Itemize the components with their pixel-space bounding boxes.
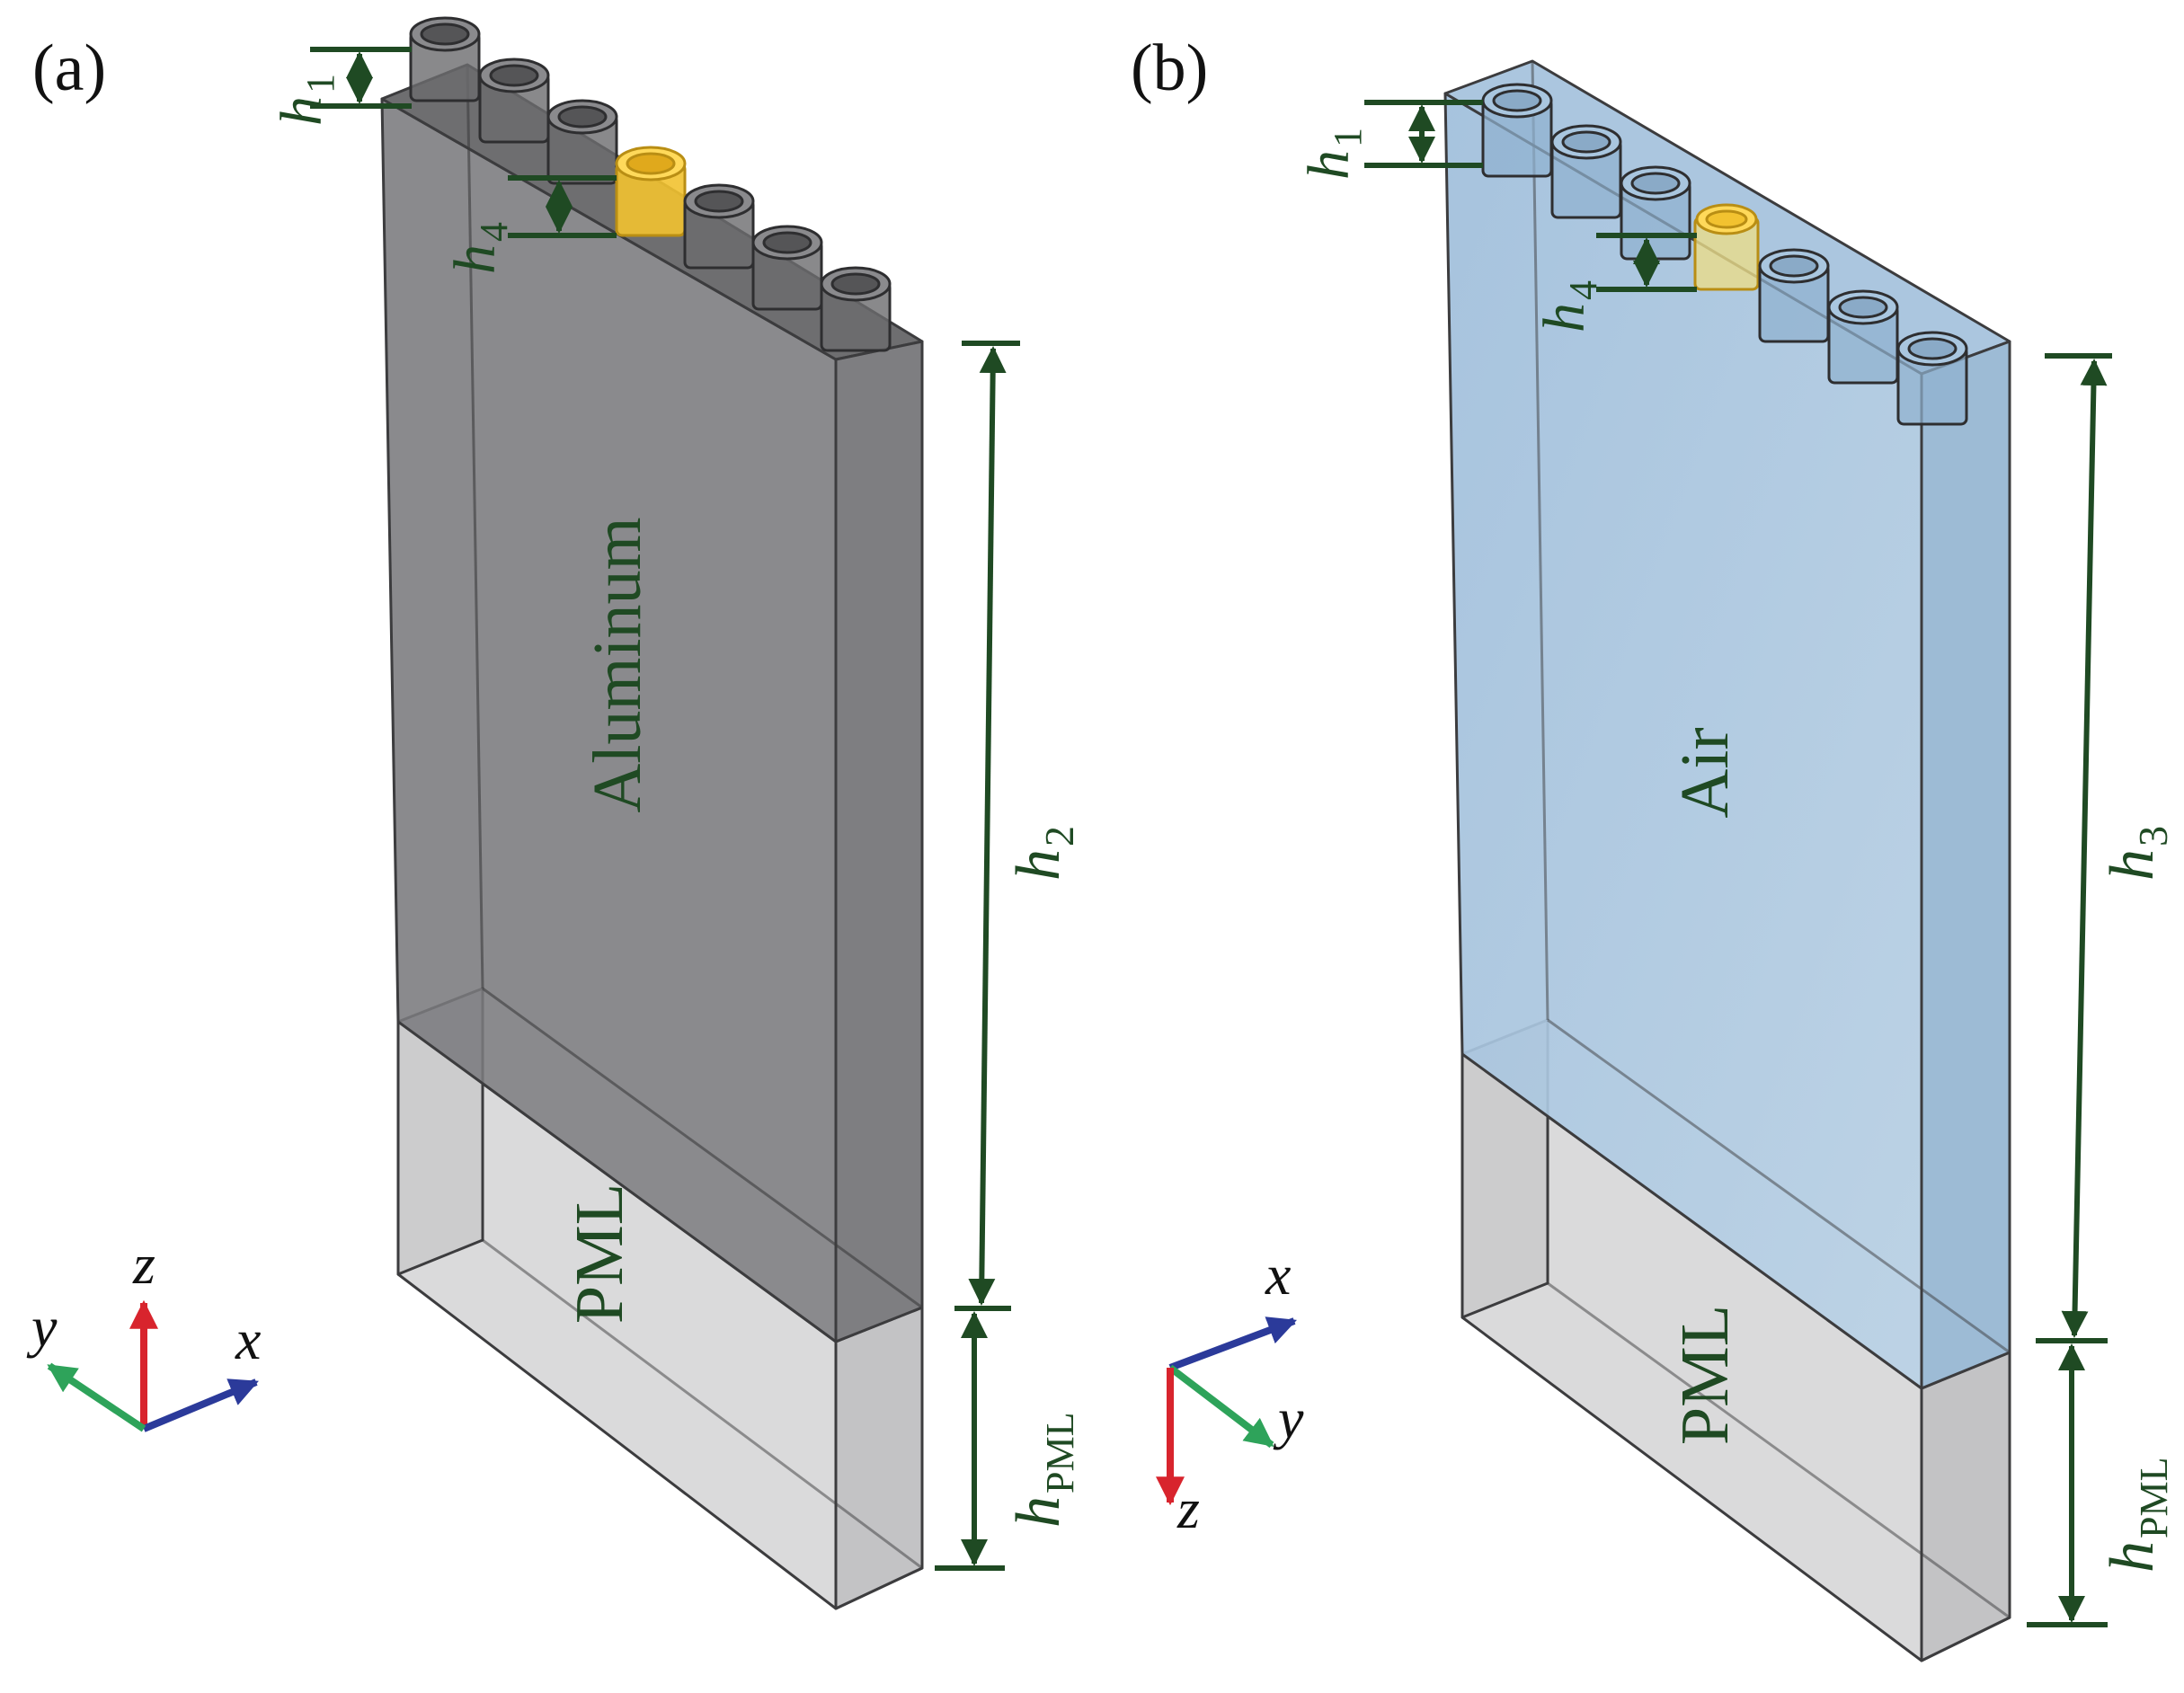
tube-icon (478, 58, 550, 144)
tube-icon (1758, 248, 1830, 343)
hpml-subscript: PML (2132, 1458, 2176, 1538)
air-inner-edge (1531, 60, 1549, 1021)
axis-label-y-b: y (1273, 1387, 1304, 1450)
coordinate-axes-b (1156, 1316, 1297, 1506)
h-symbol: h (1004, 849, 1073, 881)
x-axis-arrow-icon (142, 1378, 259, 1432)
dimension-label-h1-a: h 1 (269, 74, 342, 126)
dimension-hpml-b (2027, 1343, 2108, 1627)
dimension-label-h1-b: h 1 (1296, 128, 1370, 180)
panel-a: (a) (26, 16, 1082, 1610)
h-symbol: h (269, 96, 334, 126)
dimension-h4-b (1596, 233, 1697, 292)
tube-icon (1550, 124, 1622, 219)
h4-subscript: 4 (472, 222, 516, 242)
h-symbol: h (2098, 849, 2167, 881)
panel-b-label: (b) (1131, 31, 1208, 105)
tube-icon (546, 99, 618, 185)
tube-icon (683, 183, 755, 270)
dimension-h4-a (508, 175, 617, 238)
y-axis-arrow-icon (47, 1362, 146, 1432)
air-label: Air (1667, 727, 1743, 818)
tube-icon (1827, 289, 1899, 385)
h4-subscript: 4 (1561, 280, 1605, 300)
coordinate-axes-a (47, 1299, 259, 1432)
panel-b: (b) (1131, 31, 2176, 1662)
highlight-tube-icon (1693, 203, 1760, 291)
tube-icon (1481, 83, 1553, 178)
pml-b-back-edge (1547, 1281, 2011, 1619)
axis-label-x-a: x (235, 1307, 261, 1371)
pml-a-side (834, 1306, 924, 1610)
tube-icon (1620, 165, 1691, 261)
h-symbol: h (1296, 150, 1362, 180)
tube-icon (820, 266, 892, 352)
h-symbol: h (1004, 1496, 1073, 1528)
axis-label-y-a: y (26, 1295, 58, 1359)
y-axis-arrow-icon (1167, 1364, 1274, 1449)
axis-label-z-b: z (1176, 1476, 1200, 1540)
dimension-h1-a (310, 47, 412, 109)
air-side-face (1920, 340, 2011, 1390)
dimension-label-h4-b: h 4 (1531, 280, 1605, 332)
axis-label-z-a: z (132, 1232, 155, 1296)
tube-icon (409, 16, 481, 102)
tube-icon (751, 225, 823, 311)
panel-a-pml-block (396, 987, 924, 1610)
pml-a-back-edge (482, 1238, 923, 1570)
dimension-h3 (2036, 353, 2112, 1343)
dimension-h1-b (1364, 100, 1483, 168)
panel-a-tube-array (409, 16, 892, 352)
dimension-hpml-a (935, 1311, 1005, 1571)
dimension-label-hpml-a: h PML (1004, 1413, 1082, 1528)
dimension-h2 (954, 341, 1020, 1311)
pml-b-side (1920, 1351, 2011, 1662)
h2-subscript: 2 (1036, 826, 1082, 846)
dimension-label-hpml-b: h PML (2098, 1458, 2176, 1573)
hpml-subscript: PML (1038, 1413, 1082, 1494)
panel-b-tube-array (1481, 83, 1968, 426)
h3-subscript: 3 (2130, 826, 2176, 846)
h-symbol: h (2098, 1541, 2167, 1573)
aluminum-side-face (834, 340, 924, 1343)
axis-label-x-b: x (1265, 1243, 1291, 1307)
air-inner-bottom-edge (1547, 1018, 2011, 1354)
dimension-label-h2: h 2 (1004, 826, 1082, 881)
aluminum-inner-bottom-edge (482, 987, 923, 1309)
h-symbol: h (442, 244, 508, 274)
aluminum-inner-edge (466, 64, 484, 989)
dimension-label-h3: h 3 (2098, 826, 2176, 881)
highlight-tube-icon (615, 146, 687, 237)
pml-label-a: PML (562, 1183, 637, 1324)
h1-subscript: 1 (1326, 128, 1370, 147)
h-symbol: h (1531, 303, 1597, 332)
dimension-label-h4-a: h 4 (442, 222, 516, 274)
tube-icon (1896, 331, 1968, 426)
x-axis-arrow-icon (1168, 1316, 1297, 1371)
h1-subscript: 1 (298, 74, 342, 93)
panel-a-label: (a) (32, 31, 106, 105)
aluminum-label: Aluminum (580, 517, 655, 812)
pml-label-b: PML (1667, 1305, 1743, 1445)
